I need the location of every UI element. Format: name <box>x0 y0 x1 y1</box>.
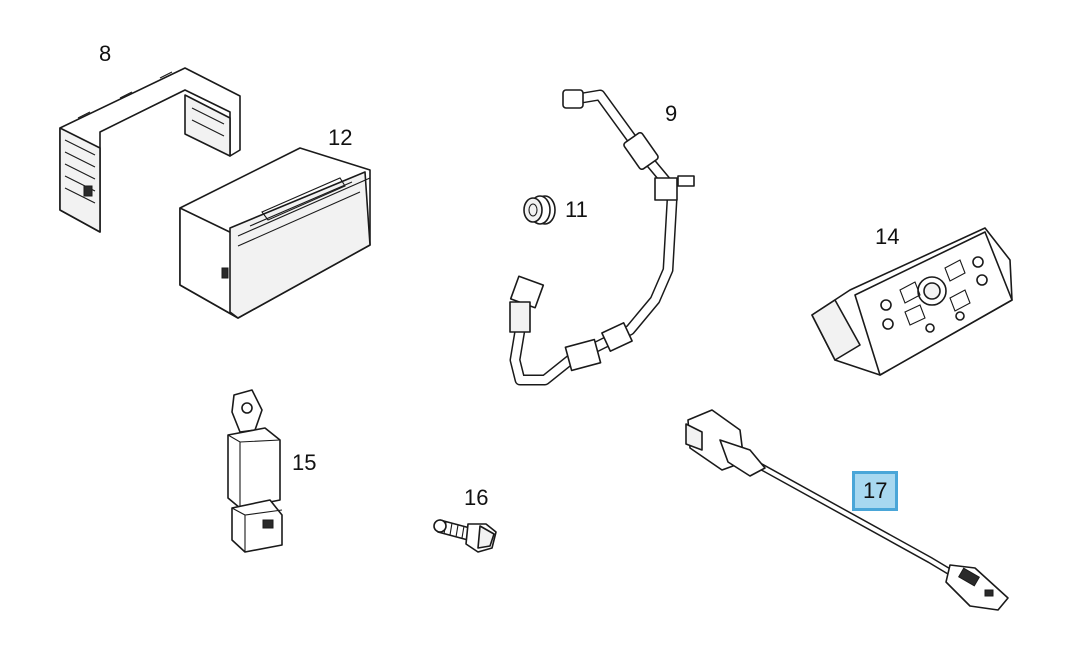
part-label-8[interactable]: 8 <box>99 41 112 66</box>
part-label-12[interactable]: 12 <box>328 125 353 150</box>
part-12-head-unit[interactable] <box>179 147 371 319</box>
part-17-cable[interactable] <box>685 409 1009 611</box>
part-14-control-panel[interactable] <box>811 227 1013 376</box>
part-8-bracket[interactable] <box>59 67 241 233</box>
part-label-15[interactable]: 15 <box>292 450 317 475</box>
part-15-sensor[interactable] <box>227 389 283 553</box>
part-9-hose[interactable] <box>509 89 695 386</box>
part-label-11[interactable]: 11 <box>565 197 588 222</box>
part-label-14[interactable]: 14 <box>875 224 900 249</box>
part-label-9[interactable]: 9 <box>665 101 678 126</box>
part-label-16[interactable]: 16 <box>464 485 489 510</box>
part-label-17[interactable]: 17 <box>852 471 899 511</box>
part-16-bolt[interactable] <box>433 519 497 553</box>
part-11-grommet[interactable] <box>523 195 556 225</box>
